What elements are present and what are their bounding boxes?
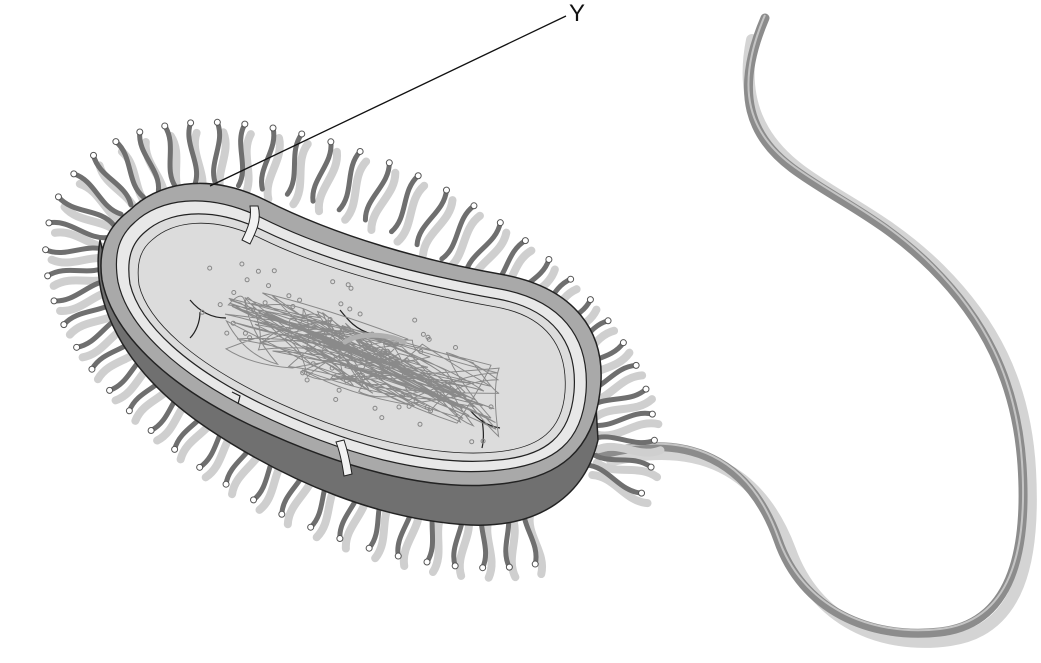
pilus-tip — [251, 497, 257, 503]
pilus-tip — [148, 428, 154, 434]
pilus-tip — [546, 256, 552, 262]
pilus-shadow — [592, 475, 647, 503]
pilus-tip — [366, 545, 372, 551]
flagellum-shadow — [612, 40, 1031, 642]
pilus-tip — [480, 565, 486, 571]
pilus-tip — [299, 131, 305, 137]
pilus-tip — [568, 276, 574, 282]
pilus-tip — [91, 152, 97, 158]
pilus-tip — [126, 408, 132, 414]
pilus-tip — [386, 160, 392, 166]
pilus-tip — [172, 446, 178, 452]
pilus-tip — [61, 322, 67, 328]
pilus-tip — [242, 121, 248, 127]
pilus-tip — [45, 273, 51, 279]
pilus-tip — [357, 148, 363, 154]
pilus-tip — [197, 464, 203, 470]
pilus-tip — [395, 553, 401, 559]
pilus-tip — [452, 563, 458, 569]
pilus-tip — [74, 344, 80, 350]
pilus-tip — [443, 187, 449, 193]
pilus-tip — [649, 411, 655, 417]
pilus-tip — [107, 387, 113, 393]
pilus-tip — [415, 173, 421, 179]
pilus-tip — [337, 536, 343, 542]
pilus-tip — [113, 139, 119, 145]
pilus-tip — [522, 238, 528, 244]
pilus-shadow — [244, 134, 250, 196]
pilus-tip — [506, 564, 512, 570]
pilus-tip — [188, 120, 194, 126]
label-y: Y — [569, 2, 585, 26]
pilus-tip — [46, 220, 52, 226]
pilus-tip — [89, 366, 95, 372]
pilus-tip — [532, 561, 538, 567]
pilus-tip — [55, 194, 61, 200]
pilus-tip — [633, 362, 639, 368]
pilus-tip — [639, 490, 645, 496]
pilus-tip — [648, 464, 654, 470]
pilus-tip — [424, 559, 430, 565]
pilus-tip — [651, 437, 657, 443]
pilus-tip — [162, 123, 168, 129]
pilus-tip — [71, 171, 77, 177]
pilus-tip — [270, 125, 276, 131]
pilus-tip — [223, 481, 229, 487]
pilus-tip — [43, 247, 49, 253]
pilus-tip — [137, 129, 143, 135]
pilus-tip — [308, 524, 314, 530]
flagellum — [600, 18, 1023, 633]
pilus-tip — [587, 297, 593, 303]
pilus-tip — [643, 386, 649, 392]
flagellum-highlight — [600, 15, 1023, 630]
pilus-tip — [620, 340, 626, 346]
pilus-tip — [279, 511, 285, 517]
pilus-tip — [497, 220, 503, 226]
pilus-tip — [214, 119, 220, 125]
pilus-tip — [471, 203, 477, 209]
pilus — [592, 437, 654, 443]
pilus-tip — [328, 139, 334, 145]
pilus-tip — [605, 318, 611, 324]
pilus-tip — [51, 298, 57, 304]
pilus — [238, 124, 244, 186]
